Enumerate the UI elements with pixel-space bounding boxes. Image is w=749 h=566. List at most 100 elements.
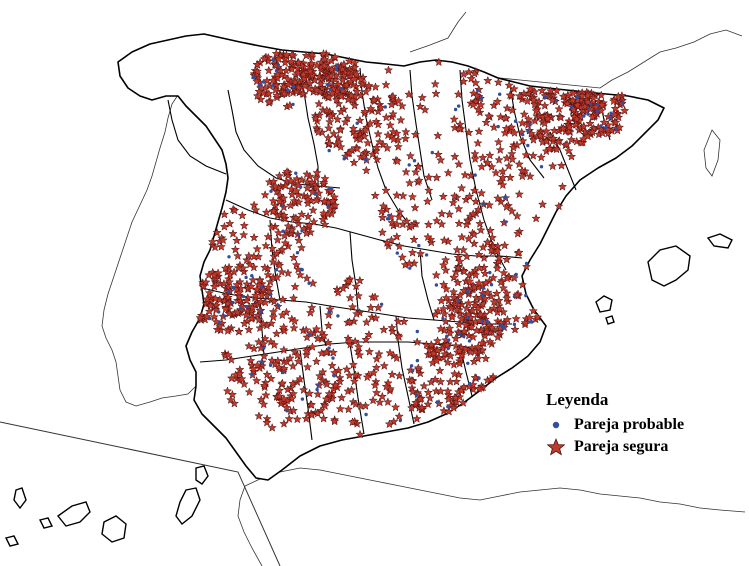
dot-marker: [285, 409, 289, 413]
star-marker: [219, 221, 230, 231]
star-marker: [342, 113, 353, 123]
star-marker: [263, 282, 273, 292]
star-marker: [335, 404, 345, 413]
star-marker: [370, 380, 380, 390]
star-marker: [470, 149, 480, 159]
dot-marker: [462, 334, 466, 339]
star-marker: [405, 151, 416, 160]
star-marker: [431, 270, 441, 280]
star-marker: [259, 351, 269, 361]
dot-marker: [608, 116, 612, 120]
ibiza: [595, 295, 613, 313]
dot-marker: [554, 98, 559, 103]
star-marker: [347, 302, 358, 312]
dot-marker: [296, 233, 301, 237]
star-marker: [244, 324, 254, 334]
star-marker: [344, 276, 354, 286]
star-marker: [435, 365, 445, 375]
dot-marker: [414, 393, 419, 397]
star-marker: [202, 311, 212, 321]
star-marker: [493, 77, 504, 87]
star-marker: [301, 325, 311, 335]
star-marker: [350, 370, 361, 380]
star-marker: [441, 292, 451, 302]
star-marker: [292, 350, 303, 360]
star-marker: [279, 230, 290, 240]
star-marker: [355, 429, 365, 439]
star-marker: [489, 100, 499, 110]
star-marker: [274, 260, 285, 270]
star-marker: [286, 184, 297, 194]
star-marker: [415, 394, 425, 404]
star-marker: [439, 406, 449, 415]
star-marker: [426, 339, 436, 349]
star-marker: [439, 279, 449, 289]
star-marker: [320, 173, 330, 183]
star-marker: [352, 144, 362, 153]
star-marker: [443, 168, 453, 178]
star-marker: [264, 65, 274, 75]
star-marker: [254, 411, 264, 421]
star-marker: [454, 319, 464, 329]
star-marker: [369, 95, 379, 105]
star-marker: [563, 90, 573, 100]
star-marker: [301, 413, 311, 423]
star-marker: [535, 131, 546, 140]
star-marker: [314, 188, 324, 198]
star-marker: [383, 130, 393, 140]
star-marker: [239, 230, 249, 240]
star-marker: [385, 120, 395, 130]
star-marker: [281, 50, 292, 60]
star-marker: [223, 350, 233, 359]
star-marker: [436, 323, 446, 333]
star-marker: [350, 62, 360, 72]
star-marker: [270, 85, 281, 95]
star-marker: [287, 393, 297, 403]
star-marker: [272, 90, 282, 100]
dot-marker: [503, 195, 507, 199]
star-marker: [268, 257, 278, 267]
star-marker: [610, 103, 620, 113]
dot-marker: [466, 316, 470, 320]
star-marker: [252, 76, 262, 86]
star-marker: [562, 139, 572, 149]
star-marker: [449, 369, 460, 379]
star-marker: [512, 211, 522, 221]
star-marker: [272, 73, 283, 83]
star-marker: [288, 361, 298, 371]
menorca: [706, 233, 733, 249]
dot-marker: [485, 319, 489, 324]
star-marker: [566, 135, 577, 144]
star-marker: [371, 313, 381, 323]
star-marker: [260, 262, 270, 272]
star-marker: [502, 254, 512, 264]
star-marker: [294, 235, 304, 245]
star-marker: [491, 168, 501, 177]
star-marker: [349, 316, 359, 326]
star-marker: [507, 148, 517, 158]
star-marker: [274, 362, 284, 372]
star-marker: [289, 196, 299, 205]
star-marker: [274, 171, 285, 180]
dot-marker: [457, 104, 461, 108]
star-marker: [228, 228, 238, 238]
star-marker: [537, 199, 548, 209]
star-marker: [482, 237, 493, 247]
star-marker: [237, 374, 247, 383]
dot-marker: [520, 132, 525, 137]
star-marker: [386, 235, 397, 245]
star-marker: [588, 93, 599, 102]
star-marker: [336, 91, 346, 101]
star-marker: [514, 159, 524, 169]
star-marker: [294, 197, 304, 207]
star-marker: [342, 364, 352, 374]
star-marker: [473, 204, 483, 214]
star-marker: [293, 180, 303, 190]
star-marker: [370, 292, 380, 302]
dot-marker: [466, 361, 470, 365]
star-marker: [263, 270, 273, 280]
star-marker: [572, 114, 582, 124]
star-marker: [387, 323, 397, 332]
star-marker: [388, 126, 398, 136]
star-marker: [252, 284, 262, 294]
